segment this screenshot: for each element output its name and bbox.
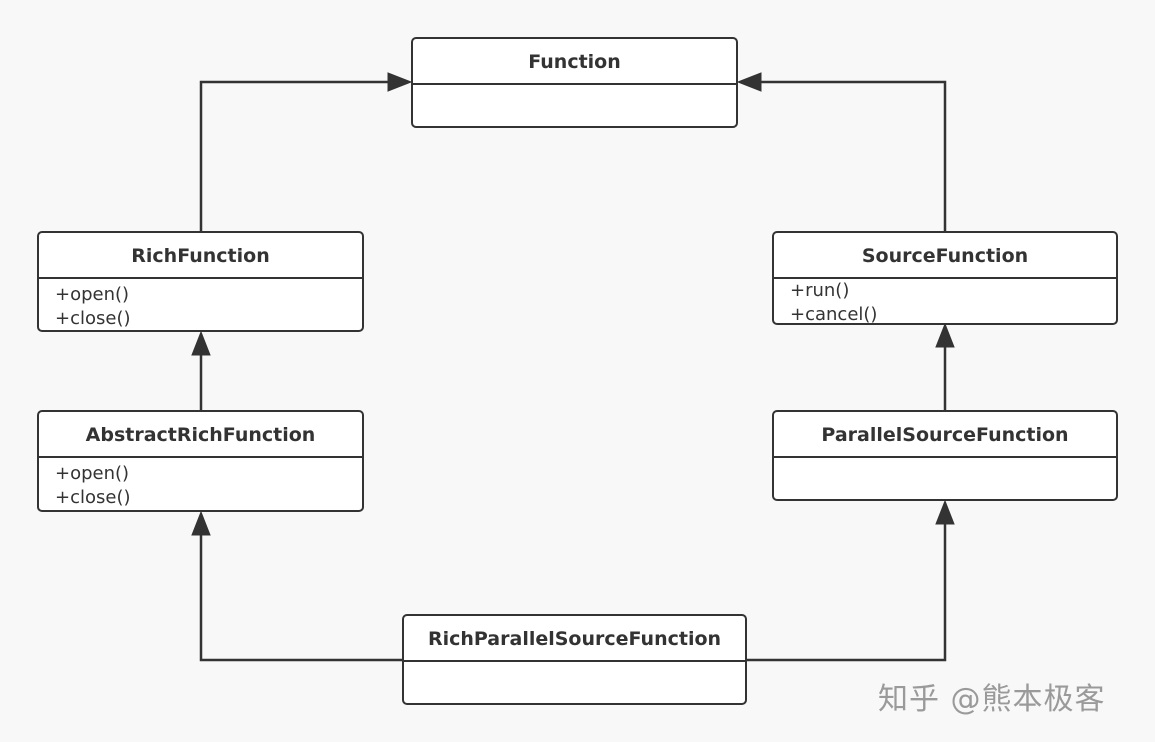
arrowhead-abstractrichfunction-to-richfunction bbox=[191, 330, 211, 356]
class-methods: +open() +close() bbox=[39, 458, 362, 510]
class-box-sourcefunction: SourceFunction +run() +cancel() bbox=[772, 231, 1118, 325]
method-run: +run() bbox=[790, 280, 850, 301]
arrowhead-richparallel-to-parallelsourcefunction bbox=[935, 499, 955, 525]
class-name: Function bbox=[413, 39, 736, 85]
arrowhead-richparallel-to-abstractrichfunction bbox=[191, 510, 211, 536]
arrowhead-richfunction-to-function bbox=[387, 72, 413, 92]
arrowhead-parallelsourcefunction-to-sourcefunction bbox=[935, 322, 955, 348]
class-box-parallelsourcefunction: ParallelSourceFunction bbox=[772, 410, 1118, 501]
class-methods bbox=[413, 85, 736, 89]
method-open: +open() bbox=[55, 284, 130, 305]
class-methods bbox=[404, 662, 745, 666]
edge-richfunction-to-function bbox=[199, 80, 392, 231]
edge-sourcefunction-to-function bbox=[760, 80, 947, 231]
watermark: 知乎 @熊本极客 bbox=[878, 682, 1106, 717]
method-cancel: +cancel() bbox=[790, 304, 878, 325]
class-name: ParallelSourceFunction bbox=[774, 412, 1116, 458]
class-methods bbox=[774, 458, 1116, 462]
class-box-richfunction: RichFunction +open() +close() bbox=[37, 231, 364, 332]
method-open: +open() bbox=[55, 463, 130, 484]
class-box-function: Function bbox=[411, 37, 738, 128]
arrowhead-sourcefunction-to-function bbox=[736, 72, 762, 92]
class-box-abstractrichfunction: AbstractRichFunction +open() +close() bbox=[37, 410, 364, 512]
method-close: +close() bbox=[55, 308, 131, 329]
class-box-richparallelsourcefunction: RichParallelSourceFunction bbox=[402, 614, 747, 705]
method-close: +close() bbox=[55, 487, 131, 508]
class-name: RichFunction bbox=[39, 233, 362, 279]
class-name: RichParallelSourceFunction bbox=[404, 616, 745, 662]
class-name: AbstractRichFunction bbox=[39, 412, 362, 458]
class-methods: +open() +close() bbox=[39, 279, 362, 331]
edge-richparallel-to-abstractrichfunction bbox=[199, 532, 402, 662]
class-methods: +run() +cancel() bbox=[774, 279, 1116, 327]
class-name: SourceFunction bbox=[774, 233, 1116, 279]
edge-richparallel-to-parallelsourcefunction bbox=[746, 522, 947, 662]
